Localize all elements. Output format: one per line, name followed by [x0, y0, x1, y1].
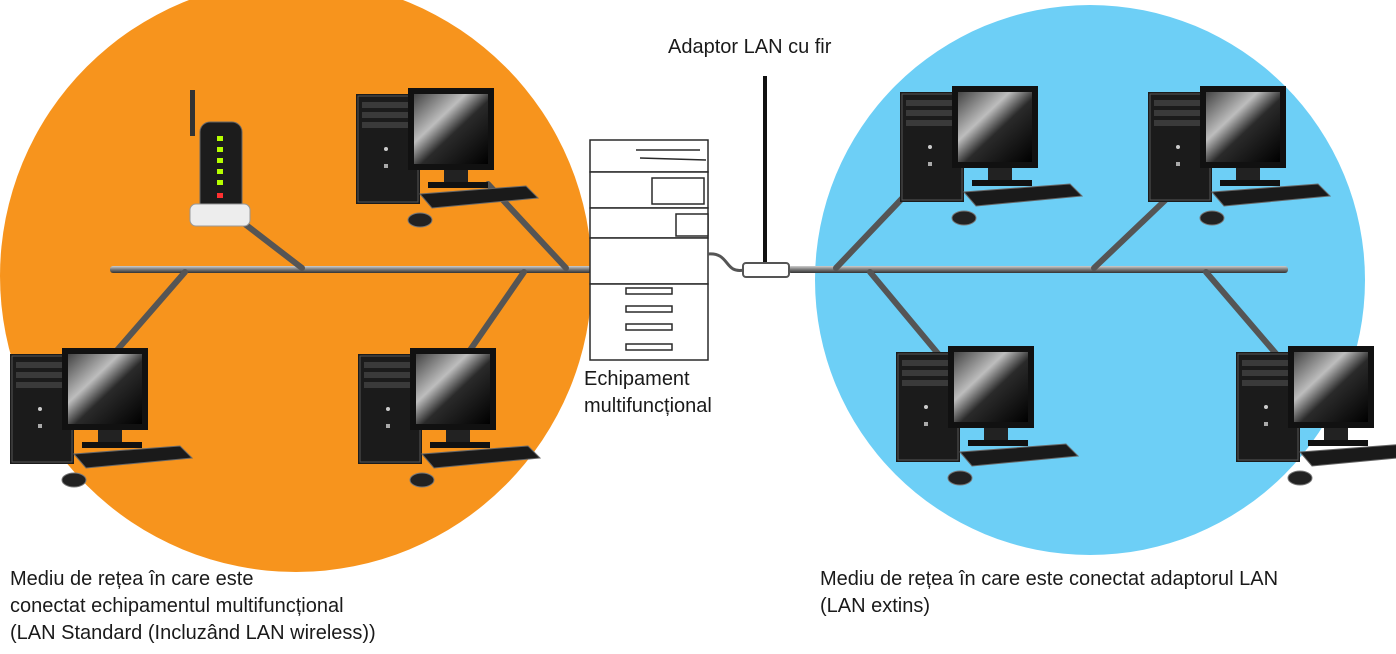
left-caption-line2: conectat echipamentul multifuncțional — [10, 595, 344, 617]
left-caption-line1: Mediu de rețea în care este — [10, 568, 254, 590]
left-network-area — [0, 0, 592, 572]
left-caption-line3: (LAN Standard (Incluzând LAN wireless)) — [10, 622, 376, 644]
mfp-label-line2: multifuncțional — [584, 395, 712, 417]
wireless-router-icon — [189, 90, 251, 227]
lan-adapter-icon — [707, 76, 790, 278]
right-backbone-cable — [788, 266, 1288, 273]
adapter-label-text: Adaptor LAN cu fir — [668, 36, 832, 58]
multifunction-printer-icon — [589, 139, 709, 361]
adapter-label: Adaptor LAN cu fir — [668, 34, 831, 61]
right-network-caption: Mediu de rețea în care este conectat ada… — [820, 566, 1278, 620]
right-caption-line1: Mediu de rețea în care este conectat ada… — [820, 568, 1279, 590]
left-network-caption: Mediu de rețea în care este conectat ech… — [10, 566, 376, 647]
mfp-label: Echipament multifuncțional — [584, 366, 712, 420]
mfp-label-line1: Echipament — [584, 368, 690, 390]
left-backbone-cable — [110, 266, 592, 273]
right-caption-line2: (LAN extins) — [820, 595, 931, 617]
